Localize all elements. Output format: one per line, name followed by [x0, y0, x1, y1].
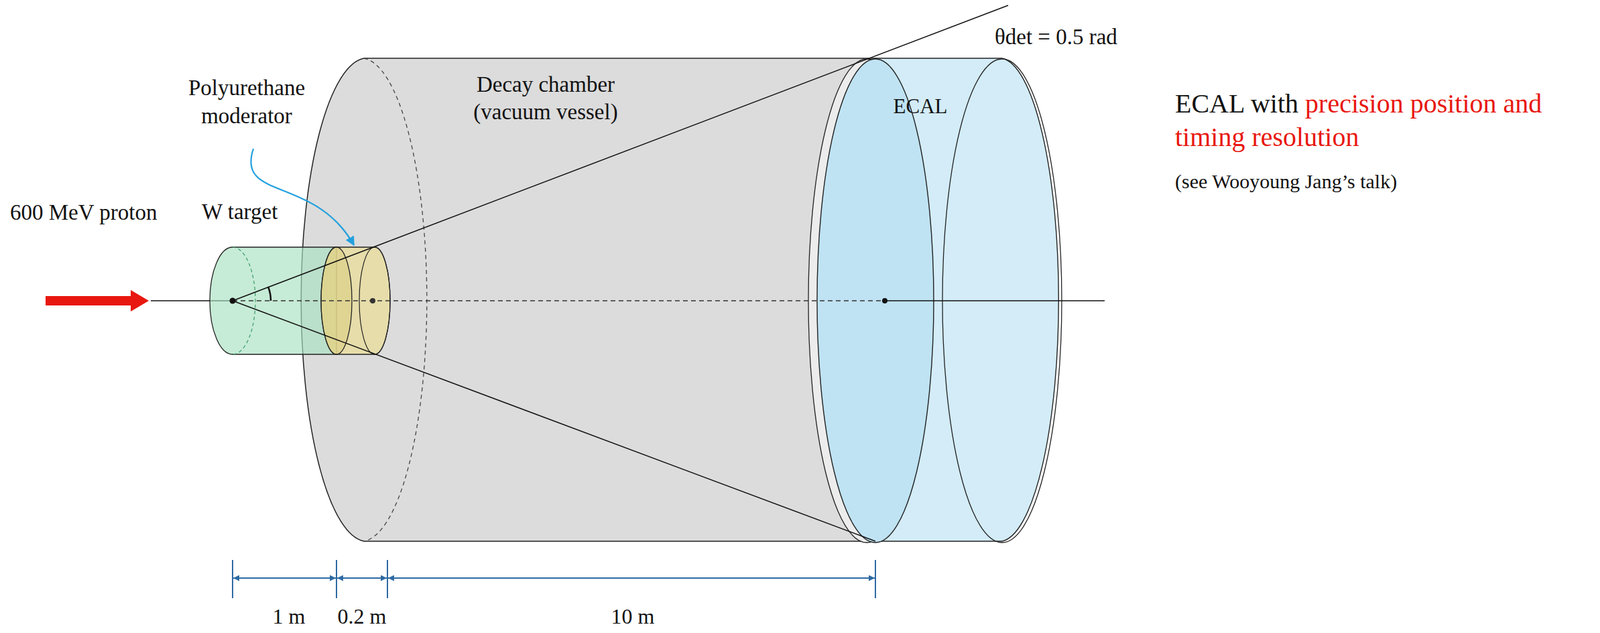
target-point [229, 298, 236, 305]
angle-label: θdet = 0.5 rad [994, 22, 1118, 51]
chamber-back-edge [363, 58, 427, 542]
dimension-label: 10 m [611, 603, 655, 631]
acceptance-line [232, 5, 1009, 301]
note-text: ECAL with [1175, 88, 1299, 119]
node-text: W target [201, 198, 278, 226]
node-text: ECAL [893, 93, 948, 120]
angle-arc [268, 286, 271, 301]
moderator-label: Polyurethane moderator [188, 73, 305, 131]
beam-label: 600 MeV proton [10, 198, 157, 227]
note-reference: (see Wooyoung Jang’s talk) [1175, 168, 1397, 195]
target-label: W target [201, 198, 278, 226]
beam-axis-dashed [232, 300, 885, 301]
note-block: ECAL with precision position and timing … [1175, 87, 1598, 155]
chamber-label: Decay chamber (vacuum vessel) [461, 71, 630, 127]
leader-line [250, 148, 354, 246]
dimension-label: 0.2 m [337, 603, 387, 631]
beam-axis [884, 300, 1105, 302]
ecal-label: ECAL [893, 93, 948, 120]
dimension-lines [232, 560, 876, 599]
axis-point [882, 298, 888, 304]
acceptance-line [232, 300, 876, 542]
node-text: Decay chamber (vacuum vessel) [461, 71, 630, 127]
axis-point [370, 298, 376, 304]
dimension-label: 1 m [272, 603, 306, 631]
beam-arrow [45, 290, 149, 312]
